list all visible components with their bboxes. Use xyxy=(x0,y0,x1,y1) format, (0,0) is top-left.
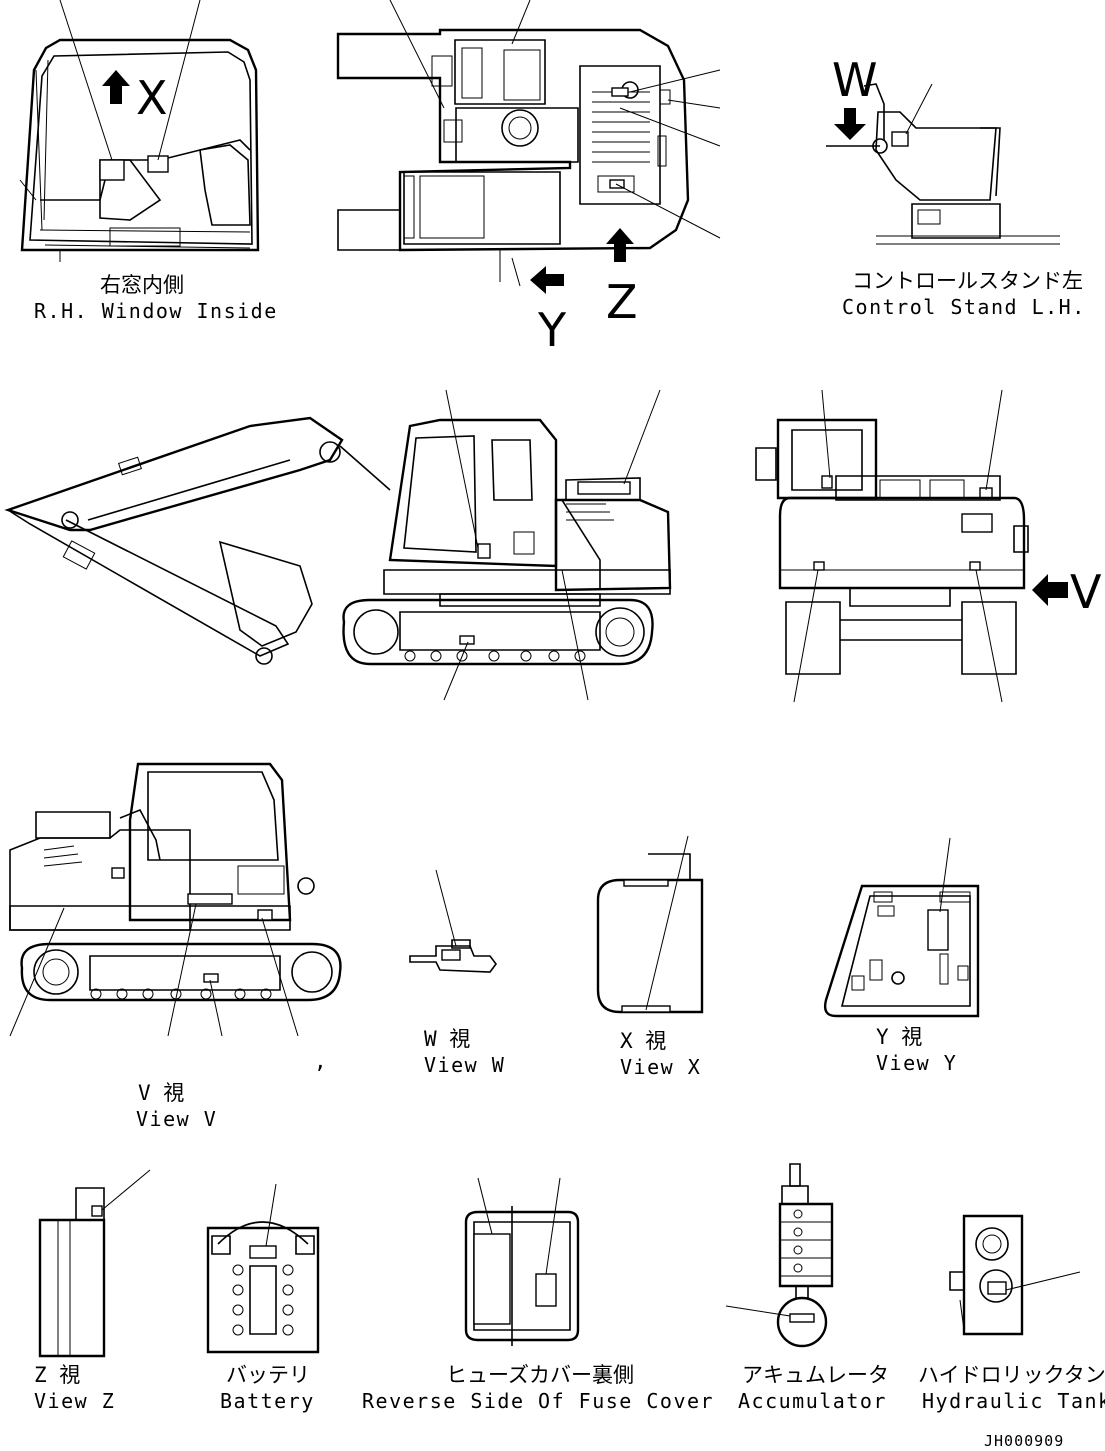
pointer-arrow-icon xyxy=(1032,574,1068,606)
arrow-label-y: Y xyxy=(537,303,567,357)
view-y-en-label: View Y xyxy=(876,1051,957,1075)
view-v-jp-label: V 視 xyxy=(138,1081,184,1105)
accumulator-view: アキュムレータ Accumulator xyxy=(725,1163,889,1413)
pointer-arrow-icon xyxy=(834,108,866,140)
rh-window-view: X 右窓内側 R.H. Window Inside xyxy=(19,0,278,323)
arrow-label-x: X xyxy=(136,71,168,125)
view-x-en-label: View X xyxy=(620,1055,701,1079)
pointer-arrow-icon xyxy=(530,266,564,294)
rh-window-jp-label: 右窓内側 xyxy=(100,273,184,297)
excavator-rear-view: V xyxy=(755,389,1102,703)
arrow-label-w: W xyxy=(832,53,877,107)
view-v: , V 視 View V xyxy=(9,762,342,1131)
view-x-jp-label: X 視 xyxy=(620,1029,666,1053)
view-z: Z 視 View Z xyxy=(34,1169,151,1413)
control-stand-en-label: Control Stand L.H. xyxy=(842,295,1086,319)
view-x: X 視 View X xyxy=(596,835,704,1079)
battery-jp-label: バッテリ xyxy=(226,1363,310,1387)
battery-view: バッテリ Battery xyxy=(206,1183,320,1413)
view-w-en-label: View W xyxy=(424,1053,505,1077)
view-y: Y 視 View Y xyxy=(823,837,980,1075)
stray-mark: , xyxy=(314,1049,327,1073)
drawing-code: JH000909 xyxy=(984,1432,1064,1450)
fuse-cover-en-label: Reverse Side Of Fuse Cover xyxy=(362,1389,714,1413)
top-view: Y Z xyxy=(336,0,721,357)
view-v-en-label: View V xyxy=(136,1107,217,1131)
hydraulic-tank-jp-label: ハイドロリックタンク xyxy=(918,1363,1105,1387)
arrow-label-z: Z xyxy=(606,275,638,329)
view-y-jp-label: Y 視 xyxy=(876,1025,922,1049)
pointer-arrow-icon xyxy=(606,228,634,262)
pointer-arrow-icon xyxy=(102,70,130,104)
view-w: W 視 View W xyxy=(409,869,505,1077)
fuse-cover-view: ヒューズカバー裏側 Reverse Side Of Fuse Cover xyxy=(362,1177,714,1413)
hydraulic-tank-en-label: Hydraulic Tank xyxy=(922,1389,1105,1413)
hydraulic-tank-view: ハイドロリックタンク Hydraulic Tank xyxy=(918,1214,1105,1413)
view-z-en-label: View Z xyxy=(34,1389,115,1413)
control-stand-jp-label: コントロールスタンド左 xyxy=(852,269,1083,293)
battery-en-label: Battery xyxy=(220,1389,315,1413)
view-w-jp-label: W 視 xyxy=(424,1027,470,1051)
view-z-jp-label: Z 視 xyxy=(34,1363,80,1387)
excavator-side-view xyxy=(4,389,672,701)
rh-window-en-label: R.H. Window Inside xyxy=(34,299,278,323)
fuse-cover-jp-label: ヒューズカバー裏側 xyxy=(446,1363,634,1387)
arrow-label-v: V xyxy=(1070,565,1102,619)
accumulator-en-label: Accumulator xyxy=(738,1389,887,1413)
accumulator-jp-label: アキュムレータ xyxy=(742,1363,889,1387)
control-stand-view: W コントロールスタンド左 Control Stand L.H. xyxy=(826,53,1086,319)
